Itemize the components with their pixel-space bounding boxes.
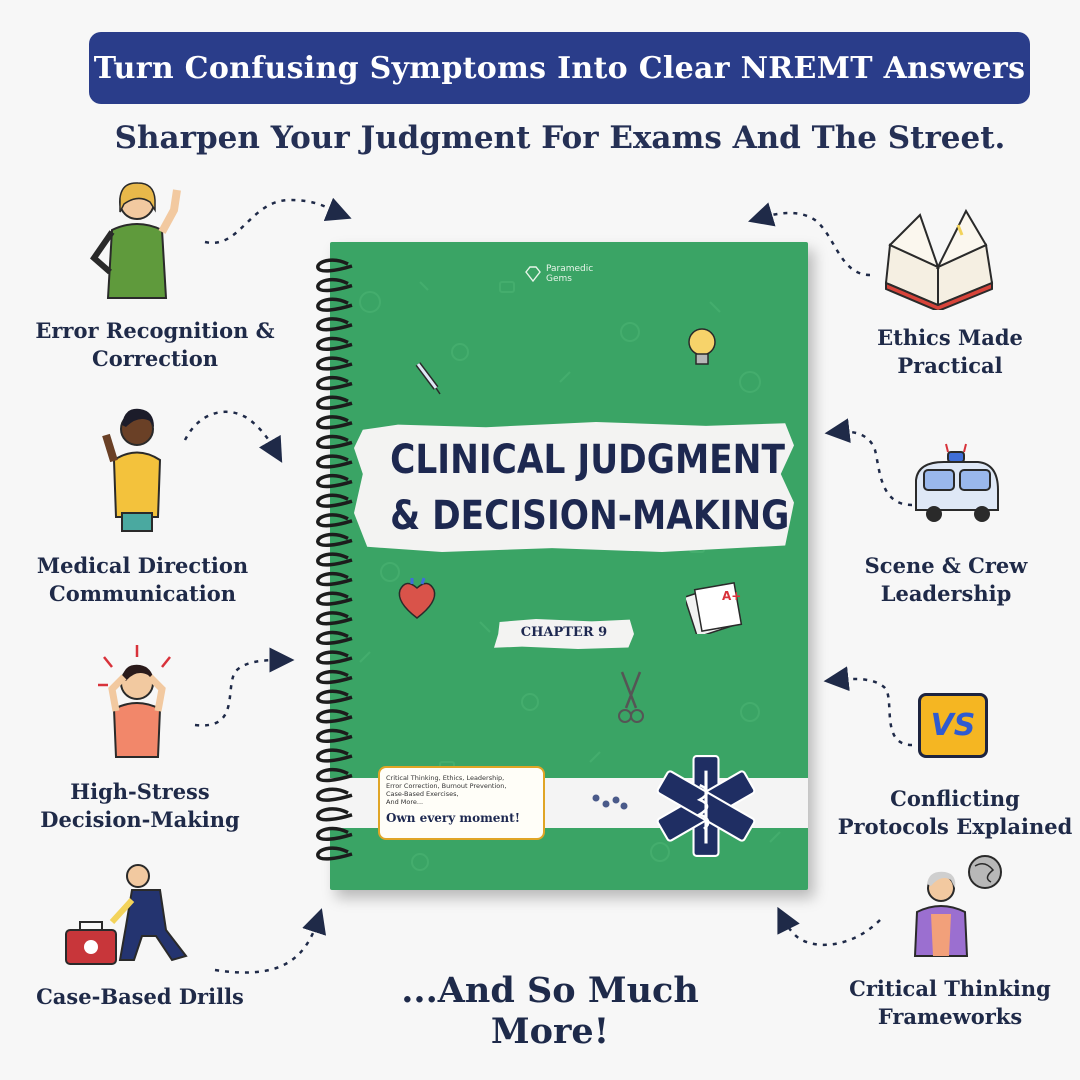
footer-text: ...And So Much More! bbox=[401, 970, 699, 1052]
vs-badge-icon: VS bbox=[918, 693, 988, 758]
tagline: Own every moment! bbox=[386, 811, 520, 825]
spiral-ring bbox=[316, 434, 353, 450]
feature-case-based-drills: Case-Based Drills bbox=[36, 984, 244, 1009]
person-finger-icon bbox=[90, 182, 181, 299]
spiral-ring bbox=[316, 415, 353, 430]
feature-conflicting-protocols: Conflicting Protocols Explained bbox=[837, 786, 1073, 839]
lightbulb-icon bbox=[688, 328, 716, 365]
person-talking-icon bbox=[102, 408, 162, 532]
spiral-ring bbox=[316, 493, 353, 508]
spiral-ring bbox=[316, 670, 353, 685]
subtitle: Sharpen Your Judgment For Exams And The … bbox=[114, 120, 1006, 156]
spiral-binding-icon bbox=[316, 258, 353, 861]
spiral-ring bbox=[316, 630, 353, 646]
spiral-ring bbox=[316, 591, 353, 606]
spiral-ring bbox=[316, 297, 353, 312]
syringe-icon bbox=[415, 362, 441, 395]
spiral-ring bbox=[316, 454, 353, 469]
spiral-ring bbox=[316, 278, 353, 293]
arrow-3 bbox=[194, 647, 295, 727]
spiral-ring bbox=[316, 474, 353, 489]
brand-logo: Paramedic Gems bbox=[524, 264, 593, 284]
arrow-4 bbox=[214, 908, 327, 974]
feature-scene-crew: Scene & Crew Leadership bbox=[864, 553, 1028, 606]
spiral-ring bbox=[316, 787, 353, 802]
chapter-paper-strip bbox=[494, 619, 634, 649]
arrow-2 bbox=[183, 410, 283, 463]
feature-high-stress: High-Stress Decision-Making bbox=[40, 779, 240, 832]
spiral-ring bbox=[316, 513, 353, 528]
spiral-ring bbox=[316, 807, 353, 822]
headline-text: Turn Confusing Symptoms Into Clear NREMT… bbox=[93, 50, 1026, 86]
feature-ethics: Ethics Made Practical bbox=[877, 325, 1023, 378]
spiral-ring bbox=[316, 748, 353, 763]
arrow-1 bbox=[204, 197, 352, 245]
spiral-ring bbox=[316, 317, 353, 332]
spiral-ring bbox=[316, 395, 353, 410]
spiral-ring bbox=[316, 728, 353, 744]
scissors-icon bbox=[618, 671, 644, 723]
spiral-ring bbox=[316, 552, 353, 567]
arrow-7 bbox=[823, 666, 913, 747]
person-stressed-icon bbox=[98, 645, 171, 758]
paramedic-kneeling-icon bbox=[65, 864, 188, 965]
arrow-6 bbox=[824, 418, 913, 507]
heart-icon bbox=[398, 577, 436, 619]
elderly-thinking-icon bbox=[913, 855, 1002, 957]
graded-paper-icon: A+ bbox=[686, 581, 743, 634]
spiral-ring bbox=[316, 532, 353, 548]
chapter-label: CHAPTER 9 bbox=[520, 625, 608, 640]
feature-error-recognition: Error Recognition & Correction bbox=[35, 318, 275, 371]
spiral-ring bbox=[316, 650, 353, 665]
spiral-ring bbox=[316, 768, 353, 783]
spiral-ring bbox=[316, 258, 353, 273]
spiral-ring bbox=[316, 611, 353, 626]
open-book-icon bbox=[884, 208, 994, 310]
spiral-ring bbox=[316, 572, 353, 587]
info-box: Critical Thinking, Ethics, Leadership, E… bbox=[378, 766, 545, 840]
svg-text:A+: A+ bbox=[722, 589, 741, 603]
spiral-ring bbox=[316, 846, 353, 861]
feature-critical-thinking: Critical Thinking Frameworks bbox=[849, 976, 1051, 1029]
spiral-ring bbox=[316, 336, 353, 352]
spiral-ring bbox=[316, 709, 353, 724]
spiral-ring bbox=[316, 356, 353, 371]
spiral-ring bbox=[316, 376, 353, 391]
ambulance-icon bbox=[915, 443, 999, 522]
book-title: CLINICAL JUDGMENT & DECISION-MAKING bbox=[390, 437, 790, 539]
feature-medical-direction: Medical Direction Communication bbox=[36, 553, 249, 606]
gem-icon bbox=[525, 266, 541, 282]
spiral-ring bbox=[316, 826, 353, 842]
arrow-5 bbox=[748, 202, 871, 277]
headline-banner: Turn Confusing Symptoms Into Clear NREMT… bbox=[89, 32, 1030, 104]
arrow-8 bbox=[777, 906, 881, 946]
molecule-icon bbox=[592, 794, 628, 810]
star-of-life-icon bbox=[656, 755, 756, 857]
notebook-cover: Paramedic Gems CLINICAL JUDGMENT & DECIS… bbox=[330, 242, 808, 890]
title-paper-strip bbox=[354, 422, 794, 552]
spiral-ring bbox=[316, 689, 353, 704]
